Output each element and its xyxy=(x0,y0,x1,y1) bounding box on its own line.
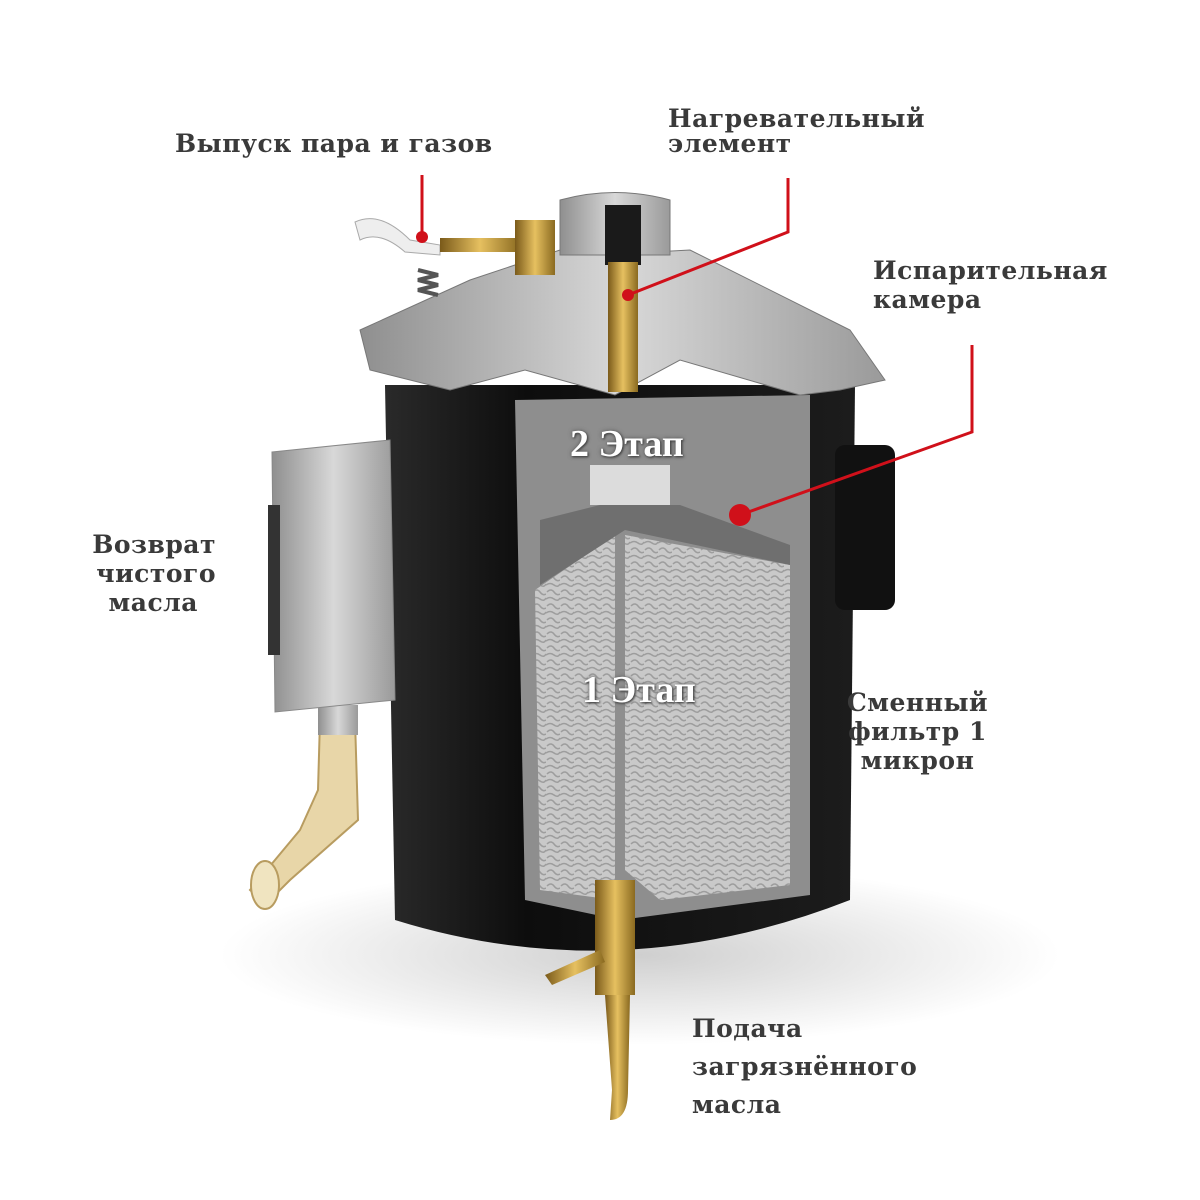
label-feed-line: загрязнённого xyxy=(692,1052,918,1081)
label-filter-line: фильтр 1 xyxy=(848,717,987,746)
leader-lines xyxy=(420,175,974,517)
label-filter-line: Сменный xyxy=(846,688,989,717)
dirty-oil-feed-pipe xyxy=(605,995,630,1120)
label-dirty-oil-feed: Подача загрязнённого масла xyxy=(692,1010,917,1124)
filter-element-right xyxy=(625,535,790,900)
pipe-opening xyxy=(250,860,280,910)
stage2-chamber xyxy=(590,465,670,505)
label-return-line: чистого xyxy=(96,559,216,588)
heating-element xyxy=(608,262,638,392)
valve-handle xyxy=(545,950,605,985)
label-feed-line: Подача xyxy=(692,1014,803,1043)
label-replaceable-filter: Сменный фильтр 1 микрон xyxy=(835,688,1000,775)
vent-pipe xyxy=(440,238,520,252)
label-heater: Нагревательный элемент xyxy=(668,104,925,158)
leader-dot-heater xyxy=(622,289,634,301)
side-bracket xyxy=(835,445,895,610)
evaporation-plate xyxy=(540,505,790,585)
filter-element-left xyxy=(535,535,615,900)
label-filter-line: микрон xyxy=(860,746,975,775)
label-feed-line: масла xyxy=(692,1090,782,1119)
label-vent: Выпуск пара и газов xyxy=(175,129,493,158)
leader-heater xyxy=(627,178,790,297)
leader-dot-evap xyxy=(729,504,751,526)
label-heater-line: Нагревательный xyxy=(668,104,925,133)
leader-dot-vent xyxy=(416,231,428,243)
label-heater-line: элемент xyxy=(668,129,792,158)
leader-evap xyxy=(739,345,974,517)
label-clean-oil-return: Возврат чистого масла xyxy=(60,530,216,617)
label-evap-line: Испарительная xyxy=(873,256,1108,285)
box-vent xyxy=(268,505,280,655)
label-stage-1: 1 Этап xyxy=(582,669,696,711)
vent-spring xyxy=(417,268,439,297)
inlet-valve xyxy=(595,880,635,995)
label-return-line: масла xyxy=(108,588,198,617)
label-return-line: Возврат xyxy=(92,530,216,559)
label-stage-2: 2 Этап xyxy=(570,423,684,465)
return-housing-box xyxy=(271,439,396,713)
heater-top xyxy=(605,205,641,265)
label-evap-line: камера xyxy=(873,285,982,314)
vent-valve xyxy=(515,220,555,275)
label-evaporation-chamber: Испарительная камера xyxy=(873,256,1108,314)
pipe-fitting xyxy=(318,705,358,735)
